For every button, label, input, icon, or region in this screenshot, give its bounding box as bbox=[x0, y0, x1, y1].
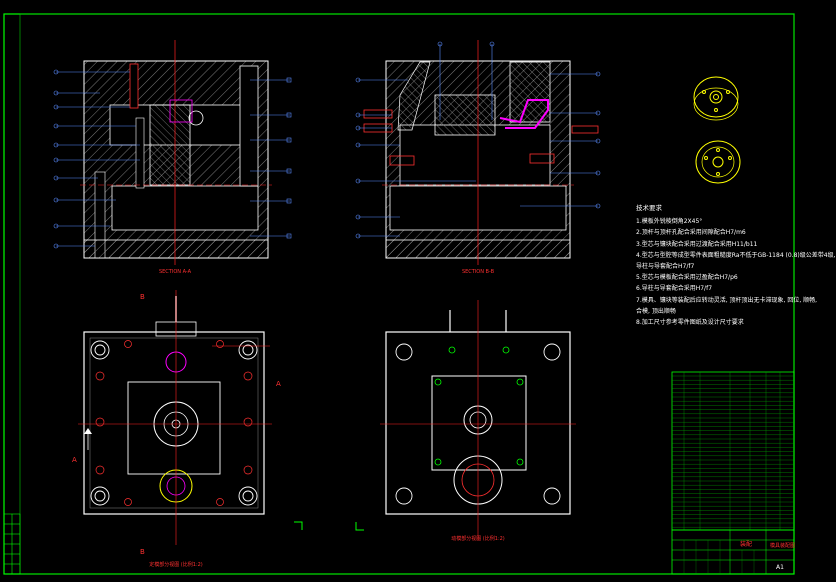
fixed-half-caption: 定模部分视图 (比例1:2) bbox=[149, 561, 203, 568]
section-bb-view: SECTION B-B bbox=[355, 40, 601, 275]
tech-item: 4.型芯与型腔等成型零件表面粗糙度Ra不低于GB-1184 (0.8)级公差带4… bbox=[636, 251, 836, 259]
part-preview-bottom bbox=[695, 140, 741, 184]
aa-leaders bbox=[53, 69, 292, 249]
tech-item: 6.导柱与导套配合采用H7/f7 bbox=[636, 285, 713, 293]
fixed-half-guide-pillars bbox=[90, 340, 258, 506]
cut-label-b-top: B bbox=[140, 293, 145, 301]
cut-label-a-right: A bbox=[276, 380, 281, 388]
tech-item: 导柱与导套配合H7/f7 bbox=[636, 263, 695, 271]
bb-leaders bbox=[355, 41, 601, 239]
assembly-drawing: SECTION A-A bbox=[3, 13, 795, 575]
cut-label-a-left: A bbox=[72, 456, 77, 464]
moving-half-caption: 动模部分视图 (比例1:2) bbox=[451, 535, 505, 542]
moving-half-guide-bushes bbox=[395, 343, 561, 505]
tech-item: 8.加工尺寸参考零件图纸及设计尺寸要求 bbox=[636, 319, 744, 327]
section-aa-caption: SECTION A-A bbox=[159, 269, 192, 275]
fixed-half-plan-view: A A B B 定模部分视图 (比例1:2) bbox=[72, 290, 281, 568]
title-block: 装配 模具装配图 A1 bbox=[671, 529, 795, 575]
title-stamp: 装配 bbox=[740, 540, 752, 548]
section-bb-caption: SECTION B-B bbox=[462, 269, 495, 275]
drawing-title: 模具装配图 bbox=[770, 542, 795, 549]
part-preview-top bbox=[693, 76, 739, 121]
technical-requirements: 技术要求 1.模板外锐棱倒角2X45° 2.顶杆与顶杆孔配合采用间隙配合H7/m… bbox=[636, 203, 836, 328]
tech-item: 7.模具、镶块等装配后应转动灵活, 顶杆顶出无卡滞现象, 回位, 顺畅, bbox=[636, 296, 818, 304]
tech-item: 合模, 顶出顺畅 bbox=[636, 307, 676, 315]
sheet-size: A1 bbox=[776, 564, 784, 571]
tech-item: 1.模板外锐棱倒角2X45° bbox=[636, 218, 703, 226]
left-edge-box bbox=[3, 513, 21, 575]
drawing-sheet: SECTION A-A bbox=[3, 13, 836, 575]
moving-half-plan-view: 动模部分视图 (比例1:2) bbox=[380, 300, 576, 542]
tech-item: 3.型芯与镶块配合采用过渡配合采用H11/b11 bbox=[636, 240, 758, 248]
cut-label-b-bottom: B bbox=[140, 548, 145, 556]
fixed-half-screws bbox=[95, 340, 253, 506]
bom-table bbox=[671, 371, 795, 531]
tech-item: 5.型芯与模板配合采用过盈配合H7/p6 bbox=[636, 274, 738, 282]
moving-half-ejector-pins bbox=[434, 346, 524, 466]
section-aa-view: SECTION A-A bbox=[53, 40, 292, 275]
tech-title: 技术要求 bbox=[636, 204, 662, 212]
inner-frame bbox=[19, 13, 795, 575]
tech-item: 2.顶杆与顶杆孔配合采用间隙配合H7/m6 bbox=[636, 229, 746, 237]
